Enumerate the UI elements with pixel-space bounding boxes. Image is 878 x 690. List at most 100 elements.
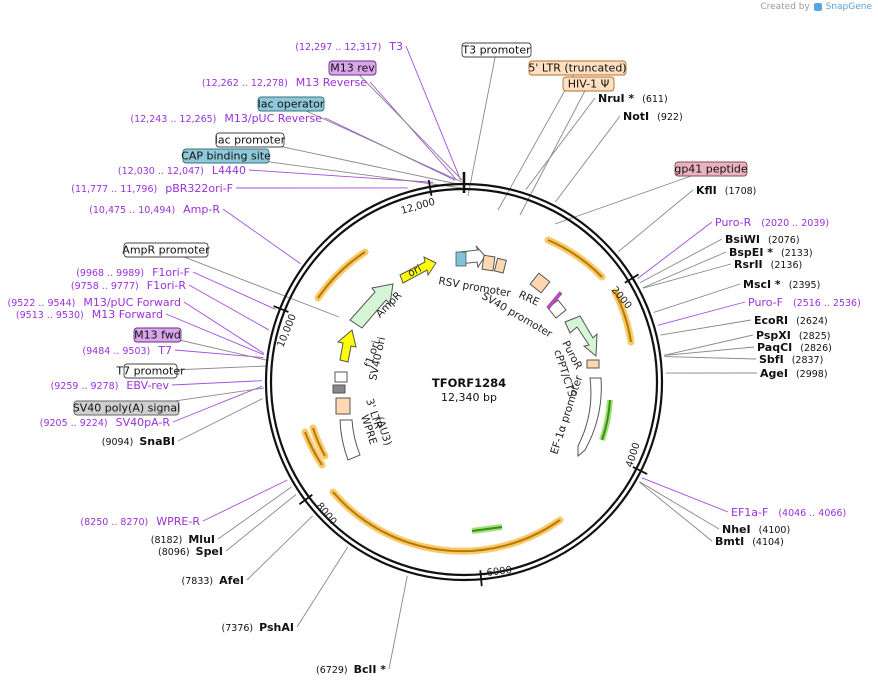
enzyme-name: NheI bbox=[722, 523, 751, 536]
primer-position: (9968 .. 9989) bbox=[76, 268, 144, 279]
enzyme-position: (7376) bbox=[222, 623, 254, 634]
primer-label[interactable]: (9484 .. 9503)T7 bbox=[82, 344, 172, 357]
cds-arcs bbox=[301, 236, 635, 555]
primer-name: Amp-R bbox=[183, 203, 220, 216]
primer-name: EBV-rev bbox=[126, 379, 169, 392]
enzyme-name: PaqCI bbox=[757, 341, 792, 354]
outer-labels: NruI *(611) NotI(922) KflI(1708) BsiWI(2076… bbox=[7, 40, 860, 676]
enzyme-site-label[interactable]: BspEI *(2133) bbox=[729, 246, 813, 259]
primer-label[interactable]: (9758 .. 9777) F1ori-R bbox=[71, 279, 186, 292]
primer-position: (9522 .. 9544) bbox=[7, 298, 75, 309]
feature-name: HIV-1 Ψ bbox=[568, 78, 610, 91]
primer-position: (9513 .. 9530) bbox=[16, 310, 84, 321]
enzyme-position: (1708) bbox=[725, 186, 757, 197]
inner-label-rsv: RSV promoter bbox=[437, 275, 512, 300]
enzyme-name: BspEI * bbox=[729, 246, 773, 259]
enzyme-site-label[interactable]: KflI(1708) bbox=[696, 184, 756, 197]
enzyme-leader-line bbox=[664, 356, 757, 360]
primer-label[interactable]: (12,297 .. 12,317)T3 bbox=[295, 40, 403, 53]
primer-label[interactable]: (11,777 .. 11,796)pBR322ori-F bbox=[71, 182, 233, 195]
enzyme-site-label[interactable]: AgeI(2998) bbox=[760, 367, 828, 380]
primer-label[interactable]: (12,030 .. 12,047)L4440 bbox=[118, 164, 246, 177]
enzyme-site-label[interactable]: BsiWI(2076) bbox=[725, 233, 800, 246]
primer-name: F1ori-R bbox=[147, 279, 187, 292]
enzyme-site-label[interactable]: (7376)PshAI bbox=[222, 621, 294, 634]
feature-name: gp41 peptide bbox=[674, 163, 748, 176]
primer-position: (4046 .. 4066) bbox=[778, 508, 846, 519]
primer-label[interactable]: EF1a-F (4046 .. 4066) bbox=[731, 506, 846, 519]
enzyme-leader-line bbox=[217, 486, 292, 540]
feature-box bbox=[257, 96, 325, 112]
enzyme-position: (6729) bbox=[316, 665, 348, 676]
primer-name: EF1a-F bbox=[731, 506, 768, 519]
enzyme-site-label[interactable]: PaqCI(2826) bbox=[757, 341, 832, 354]
feature-leader-line bbox=[554, 168, 712, 225]
primer-position: (2020 .. 2039) bbox=[761, 218, 829, 229]
feature-leader-line bbox=[352, 67, 463, 181]
enzyme-position: (2837) bbox=[792, 355, 824, 366]
feature-leader-line bbox=[249, 139, 463, 186]
cppt-feature bbox=[586, 359, 600, 369]
feature-label-box[interactable]: AmpR promoter bbox=[122, 242, 210, 258]
tick-marks bbox=[273, 172, 648, 587]
enzyme-site-label[interactable]: SbfI(2837) bbox=[759, 353, 823, 366]
primer-name: SV40pA-R bbox=[116, 416, 171, 429]
enzyme-site-label[interactable]: RsrII(2136) bbox=[734, 258, 802, 271]
enzyme-site-label[interactable]: (7833)AfeI bbox=[182, 574, 244, 587]
enzyme-site-label[interactable]: NheI(4100) bbox=[722, 523, 790, 536]
enzyme-site-label[interactable]: (6729)BclI * bbox=[316, 663, 386, 676]
leader-lines bbox=[126, 45, 758, 670]
rre-feature bbox=[529, 272, 551, 294]
primer-label[interactable]: (9968 .. 9989)F1ori-F bbox=[76, 266, 190, 279]
feature-label-box[interactable]: HIV-1 Ψ bbox=[562, 76, 615, 92]
enzyme-site-label[interactable]: (8096)SpeI bbox=[158, 545, 223, 558]
feature-label-box[interactable]: T3 promoter bbox=[461, 42, 532, 58]
primer-label[interactable]: (9522 .. 9544) M13/pUC Forward bbox=[7, 296, 181, 309]
enzyme-site-label[interactable]: PspXI(2825) bbox=[756, 329, 830, 342]
enzyme-site-label[interactable]: MscI *(2395) bbox=[743, 278, 820, 291]
enzyme-leader-line bbox=[618, 189, 694, 253]
primer-label[interactable]: Puro-R(2020 .. 2039) bbox=[715, 216, 829, 229]
enzyme-site-label[interactable]: EcoRI(2624) bbox=[754, 314, 828, 327]
enzyme-site-label[interactable]: BmtI(4104) bbox=[715, 535, 784, 548]
enzyme-leader-line bbox=[642, 251, 727, 289]
feature-label-box[interactable]: lac operator bbox=[257, 96, 325, 112]
primer-position: (9758 .. 9777) bbox=[71, 281, 139, 292]
enzyme-site-label[interactable]: NotI(922) bbox=[623, 110, 683, 123]
enzyme-name: PspXI bbox=[756, 329, 791, 342]
primer-label[interactable]: (12,262 .. 12,278)M13 Reverse bbox=[202, 76, 367, 89]
feature-label-box[interactable]: gp41 peptide bbox=[674, 161, 748, 177]
enzyme-leader-line bbox=[664, 346, 755, 356]
primer-label[interactable]: (12,243 .. 12,265)M13/pUC Reverse bbox=[130, 112, 322, 125]
enzyme-site-label[interactable]: NruI *(611) bbox=[598, 92, 668, 105]
primer-leader-line bbox=[657, 301, 746, 326]
feature-label-box[interactable]: 5' LTR (truncated) bbox=[528, 60, 627, 76]
enzyme-site-label[interactable]: (8182)MluI bbox=[151, 533, 215, 546]
primer-label[interactable]: Puro-F(2516 .. 2536) bbox=[748, 296, 861, 309]
feature-label-box[interactable]: CAP binding site bbox=[181, 148, 271, 164]
feature-label-box[interactable]: M13 fwd bbox=[133, 327, 182, 343]
primer-label[interactable]: (9205 .. 9224)SV40pA-R bbox=[40, 416, 171, 429]
feature-name: SV40 poly(A) signal bbox=[73, 402, 180, 415]
snapgene-logo-icon bbox=[813, 2, 822, 11]
tick-label-10000: 10,000 bbox=[276, 313, 299, 350]
primer-label[interactable]: (9513 .. 9530)M13 Forward bbox=[16, 308, 163, 321]
enzyme-position: (2998) bbox=[796, 369, 828, 380]
enzyme-site-label[interactable]: (9094)SnaBI bbox=[102, 435, 175, 448]
feature-box bbox=[215, 132, 285, 148]
feature-box bbox=[674, 161, 748, 177]
primer-name: M13/pUC Forward bbox=[83, 296, 181, 309]
feature-label-box[interactable]: T7 promoter bbox=[115, 363, 185, 379]
feature-name: lac operator bbox=[258, 98, 325, 111]
primer-label[interactable]: (10,475 .. 10,494)Amp-R bbox=[89, 203, 220, 216]
feature-label-box[interactable]: M13 rev bbox=[328, 60, 377, 76]
enzyme-name: NruI * bbox=[598, 92, 634, 105]
primer-label[interactable]: (9259 .. 9278)EBV-rev bbox=[51, 379, 170, 392]
feature-name: 5' LTR (truncated) bbox=[528, 62, 626, 75]
brand-name: SnapGene bbox=[825, 2, 872, 12]
feature-label-box[interactable]: SV40 poly(A) signal bbox=[73, 400, 180, 416]
ebv-mark bbox=[332, 384, 346, 394]
enzyme-name: SnaBI bbox=[139, 435, 175, 448]
primer-label[interactable]: (8250 .. 8270)WPRE-R bbox=[80, 515, 200, 528]
feature-label-box[interactable]: lac promoter bbox=[215, 132, 286, 148]
